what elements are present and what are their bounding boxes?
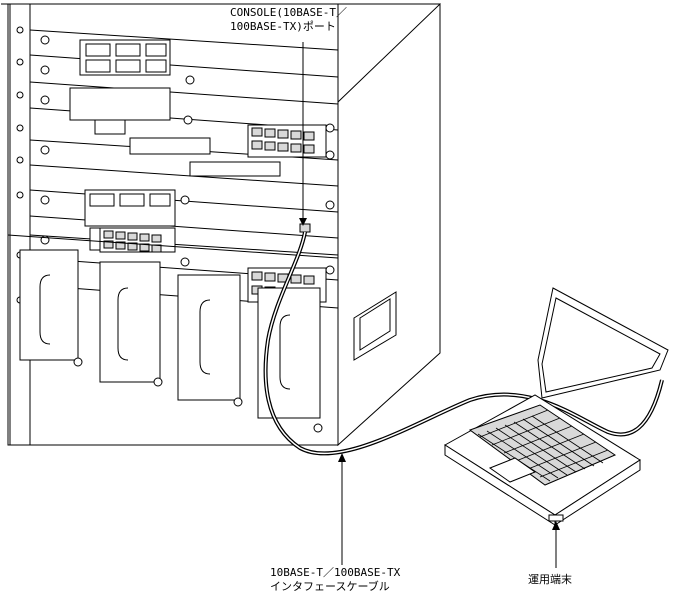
terminal-label-line1: 運用端末 (528, 573, 572, 586)
terminal-label: 運用端末 (528, 573, 572, 587)
arrow-terminal (552, 521, 560, 530)
interface-cable-label: 10BASE-T／100BASE-TX インタフェースケーブル (270, 566, 400, 594)
interface-cable-label-line2: インタフェースケーブル (270, 580, 390, 593)
left-rail (16, 26, 24, 304)
laptop-screen (541, 297, 661, 393)
power-supply-units (19, 249, 323, 433)
side-vent (353, 291, 397, 361)
console-port-label-line1: CONSOLE(10BASE-T／ (230, 6, 347, 19)
arrow-cable (338, 453, 346, 462)
switch-chassis (1, 2, 441, 447)
port-grid-upper (247, 124, 327, 158)
interface-cable-label-line1: 10BASE-T／100BASE-TX (270, 566, 401, 579)
console-port (299, 223, 311, 233)
port-grid-mid (99, 227, 176, 253)
console-port-label-line2: 100BASE-TX)ポート (230, 20, 336, 33)
console-port-label: CONSOLE(10BASE-T／ 100BASE-TX)ポート (230, 6, 347, 34)
laptop (444, 287, 669, 526)
laptop-touchpad (488, 457, 537, 483)
arrow-console (299, 218, 307, 226)
module-screws (40, 35, 335, 275)
chassis-side-panel (337, 2, 441, 447)
module-panels (69, 39, 281, 251)
callout-leaders (299, 42, 560, 568)
